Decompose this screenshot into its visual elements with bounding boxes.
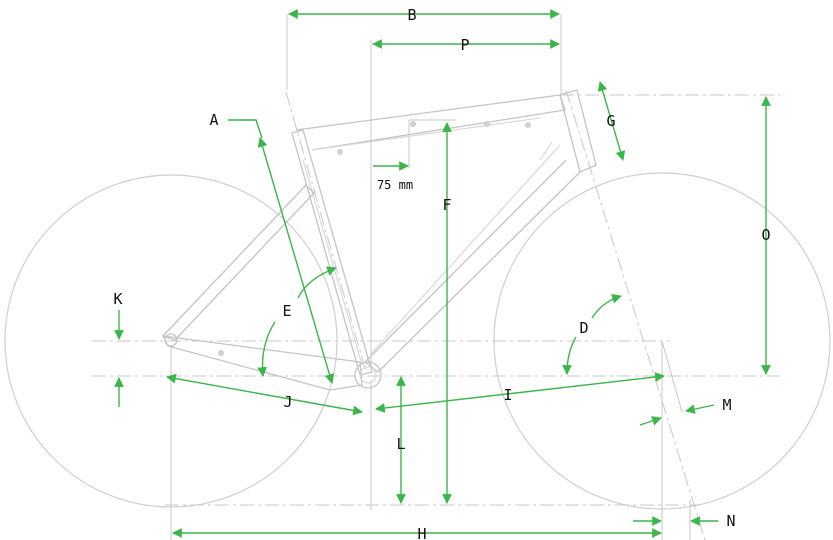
dimension-i — [375, 372, 665, 413]
bike-frame — [162, 89, 597, 391]
label-e: E — [282, 302, 291, 320]
dimension-j — [166, 373, 363, 416]
dimension-d-lower — [562, 336, 577, 375]
dimension-e-lower — [257, 321, 276, 377]
label-f: F — [442, 196, 451, 214]
label-m: M — [722, 396, 731, 414]
label-b: B — [407, 6, 416, 24]
dimension-a — [257, 137, 335, 384]
label-k: K — [113, 290, 122, 308]
dimension-m-inner — [639, 416, 662, 426]
label-o: O — [761, 226, 770, 244]
label-n: N — [726, 512, 735, 530]
dimension-g — [597, 81, 626, 161]
reference-lines — [92, 14, 780, 540]
label-offset: 75 mm — [377, 178, 413, 192]
label-d: D — [579, 319, 588, 337]
dimension-d-upper — [591, 293, 622, 319]
dimension-m — [685, 404, 715, 414]
label-a: A — [209, 111, 218, 129]
label-j: J — [283, 393, 292, 411]
label-l: L — [396, 435, 405, 453]
label-g: G — [606, 112, 615, 130]
label-h: H — [417, 525, 426, 540]
dimension-arrows — [114, 9, 771, 538]
dimension-labels: A B P G 75 mm F O K E D J I L M H N — [113, 6, 770, 540]
label-p: P — [460, 36, 469, 54]
dimension-e-upper — [297, 266, 337, 299]
label-i: I — [503, 386, 512, 404]
